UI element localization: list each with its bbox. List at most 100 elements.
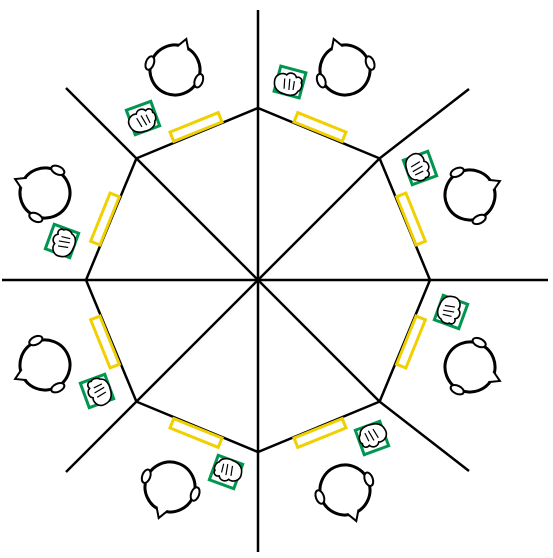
tile-rack-icon [168, 416, 224, 450]
card-holder [43, 222, 81, 260]
card-icon [124, 99, 162, 137]
person-head-top-view-icon [443, 166, 502, 226]
card-holder [432, 293, 470, 331]
spoke-line [135, 157, 259, 281]
tile-holder [168, 416, 224, 450]
nose [488, 178, 502, 192]
seat-6 [140, 416, 245, 520]
person-head-top-view-icon [443, 336, 502, 396]
spoke-line [257, 279, 381, 403]
ear-left [140, 468, 152, 484]
hand-outline [127, 108, 157, 133]
head-circle [18, 166, 72, 220]
card-holder [124, 99, 162, 137]
hand-outline [405, 152, 430, 182]
divider-line [378, 400, 470, 472]
card-icon [353, 419, 391, 457]
tile-rack-icon [394, 314, 428, 370]
hand-outline [436, 295, 461, 325]
head-circle [318, 43, 372, 97]
ear-left [364, 55, 376, 71]
hand-outline [87, 377, 112, 407]
hand-fingers [220, 463, 234, 477]
hand-icon [213, 457, 243, 482]
tile-holder [394, 191, 428, 247]
ear-right [449, 166, 465, 178]
hand-outline [52, 228, 77, 258]
hand-icon [358, 423, 388, 448]
card-icon [401, 149, 439, 187]
card-holder [401, 149, 439, 187]
ear-right [363, 471, 375, 487]
seat-4 [394, 293, 502, 396]
person-holder [13, 164, 72, 224]
tile-holder [292, 416, 348, 450]
person-holder [13, 334, 72, 394]
nose [155, 506, 169, 520]
person-holder [443, 166, 502, 226]
head-circle [148, 43, 202, 97]
ear-left [449, 384, 465, 396]
spoke-line [135, 279, 259, 403]
seat-7 [13, 314, 122, 410]
ear-right [28, 211, 44, 224]
divider-line [65, 400, 138, 473]
ear-right [189, 486, 201, 502]
ear-right [471, 336, 487, 349]
card-holder [353, 419, 391, 457]
seat-5 [292, 416, 391, 523]
nose [13, 368, 27, 382]
person-head-top-view-icon [315, 37, 376, 97]
tile-holder [168, 110, 224, 144]
ear-right [315, 73, 327, 89]
person-holder [314, 463, 375, 523]
nose [176, 37, 190, 51]
ear-left [28, 334, 44, 347]
person-head-top-view-icon [13, 334, 72, 394]
hand-fingers [57, 235, 71, 249]
seat-2 [272, 37, 376, 144]
card-holder [272, 64, 308, 100]
divider-line [378, 88, 470, 160]
person-head-top-view-icon [13, 164, 72, 224]
hand-fingers [364, 428, 379, 442]
card-icon [78, 372, 116, 410]
hand-icon [436, 295, 461, 325]
person-holder [144, 37, 205, 97]
tile-rack-icon [292, 416, 348, 450]
person-head-top-view-icon [144, 37, 205, 97]
tile-holder [394, 314, 428, 370]
person-holder [443, 336, 502, 396]
head-circle [443, 340, 497, 394]
nose [13, 176, 27, 190]
person-holder [140, 460, 201, 520]
person-holder [315, 37, 376, 97]
hand-outline [273, 72, 303, 97]
hand-fingers [283, 78, 295, 91]
nose [488, 370, 502, 384]
tile-rack-icon [88, 191, 122, 247]
hand-fingers [410, 161, 424, 176]
card-icon [43, 222, 81, 260]
card-icon [207, 453, 245, 491]
person-head-top-view-icon [140, 460, 201, 520]
hand-icon [273, 72, 303, 97]
card-holder [207, 453, 245, 491]
spoke-line [257, 157, 381, 281]
card-icon [272, 64, 308, 100]
hand-icon [52, 228, 77, 258]
tile-rack-icon [88, 314, 122, 370]
ear-right [144, 55, 156, 71]
hand-icon [405, 152, 430, 182]
ear-left [314, 489, 326, 505]
tile-holder [88, 314, 122, 370]
seat-1 [124, 37, 224, 144]
card-icon [432, 293, 470, 331]
head-circle [443, 168, 497, 222]
head-circle [143, 460, 197, 514]
card-holder [78, 372, 116, 410]
hand-fingers [93, 383, 107, 398]
hand-fingers [442, 304, 456, 318]
